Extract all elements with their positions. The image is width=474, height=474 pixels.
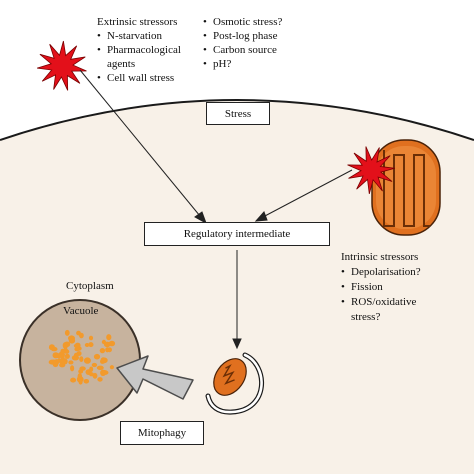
list-item: pH? [203, 57, 282, 71]
granule [77, 373, 83, 379]
regulatory-intermediate-box: Regulatory intermediate [144, 222, 330, 246]
list-item-continued: stress? [351, 311, 381, 323]
intrinsic-stressors-heading: Intrinsic stressors [341, 251, 419, 263]
granule [68, 360, 74, 365]
granule [64, 353, 70, 359]
engulf-arrow-icon [116, 355, 194, 400]
granule [92, 372, 98, 379]
granule [48, 359, 56, 365]
list-item: Cell wall stress [97, 71, 181, 85]
granule [91, 362, 98, 368]
arrow-intrinsic-to-regulatory [254, 169, 353, 222]
granule [88, 335, 94, 341]
list-item: Depolarisation? [341, 265, 421, 280]
granule [85, 357, 90, 362]
cell-membrane [0, 99, 474, 141]
vacuole-granules [48, 329, 116, 385]
granule [79, 356, 84, 362]
intrinsic-stressors-list: Depolarisation? Fission ROS/oxidative st… [341, 265, 421, 325]
granule [64, 329, 70, 336]
granule [88, 342, 94, 348]
granule [79, 332, 84, 339]
granule [103, 341, 111, 348]
arrow-extrinsic-to-regulatory [79, 69, 207, 225]
granule [70, 365, 75, 372]
granule [84, 343, 90, 347]
stress-box: Stress [206, 102, 270, 125]
granule [78, 369, 84, 374]
intrinsic-stress-burst-icon [347, 146, 396, 195]
granule [71, 355, 79, 361]
granule [78, 379, 83, 385]
phagophore-membrane-icon [205, 352, 265, 415]
arrow-regulatory-to-mitochondrion [232, 250, 242, 350]
granule [96, 365, 104, 370]
extrinsic-stressors-heading: Extrinsic stressors [97, 16, 178, 28]
list-item: N-starvation [97, 29, 181, 43]
granule [100, 357, 107, 364]
cytoplasm-label: Cytoplasm [66, 280, 114, 292]
granule [58, 351, 65, 358]
granule [56, 358, 64, 363]
granule [73, 343, 80, 348]
extrinsic-stressors-list-left: N-starvation Pharmacological agents Cell… [97, 29, 181, 85]
list-item: Post-log phase [203, 29, 282, 43]
granule [70, 377, 77, 383]
list-item: ROS/oxidative [341, 295, 421, 310]
granule [74, 347, 80, 352]
granule [83, 379, 90, 384]
granule [61, 358, 68, 365]
vacuole-label: Vacuole [63, 305, 99, 317]
list-item: Osmotic stress? [203, 15, 282, 29]
granule [64, 349, 70, 354]
granule [106, 334, 112, 341]
granule [107, 347, 112, 353]
granule [100, 369, 106, 376]
mitophagy-box: Mitophagy [120, 421, 204, 445]
granule [109, 365, 114, 370]
list-item: Carbon source [203, 43, 282, 57]
granule [62, 342, 67, 349]
granule [89, 366, 94, 372]
granule [52, 352, 60, 359]
extrinsic-stressors-list-right: Osmotic stress? Post-log phase Carbon so… [203, 15, 282, 71]
granule [99, 348, 106, 354]
list-item: Pharmacological [97, 43, 181, 57]
list-item: Fission [341, 280, 421, 295]
extrinsic-stress-burst-icon [36, 40, 87, 91]
list-item-continued: agents [107, 58, 136, 70]
large-mitochondrion-icon [371, 139, 441, 236]
granule [48, 344, 55, 351]
granule [97, 377, 103, 382]
granule [93, 353, 101, 360]
granule [68, 337, 76, 344]
small-mitochondrion-icon [213, 358, 247, 396]
